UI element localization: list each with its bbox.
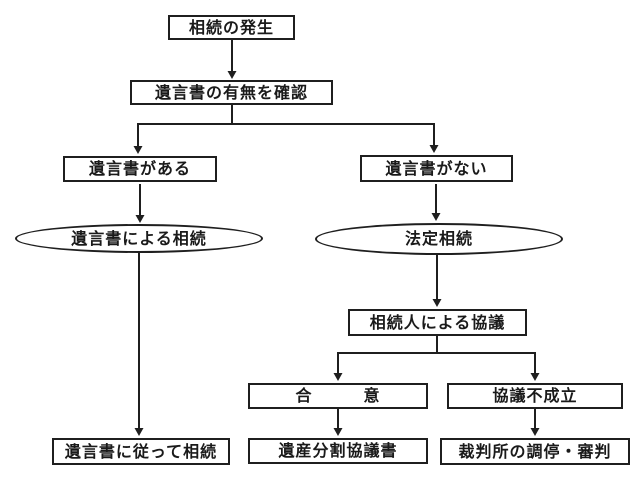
- node-heirs-conference: 相続人による協議: [348, 309, 527, 336]
- node-statutory-inheritance: 法定相続: [315, 223, 563, 255]
- node-check-will: 遺言書の有無を確認: [130, 80, 333, 105]
- node-conference-failed: 協議不成立: [447, 383, 623, 409]
- node-agreement: 合 意: [248, 383, 428, 409]
- node-court-mediation: 裁判所の調停・審判: [440, 438, 630, 465]
- node-start: 相続の発生: [168, 15, 295, 40]
- node-division-agreement-doc: 遺産分割協議書: [248, 438, 428, 464]
- node-will-none: 遺言書がない: [360, 155, 513, 182]
- node-inherit-by-will: 遺言書による相続: [15, 224, 263, 253]
- node-inherit-follow-will: 遺言書に従って相続: [52, 438, 230, 465]
- node-will-exists: 遺言書がある: [63, 156, 217, 182]
